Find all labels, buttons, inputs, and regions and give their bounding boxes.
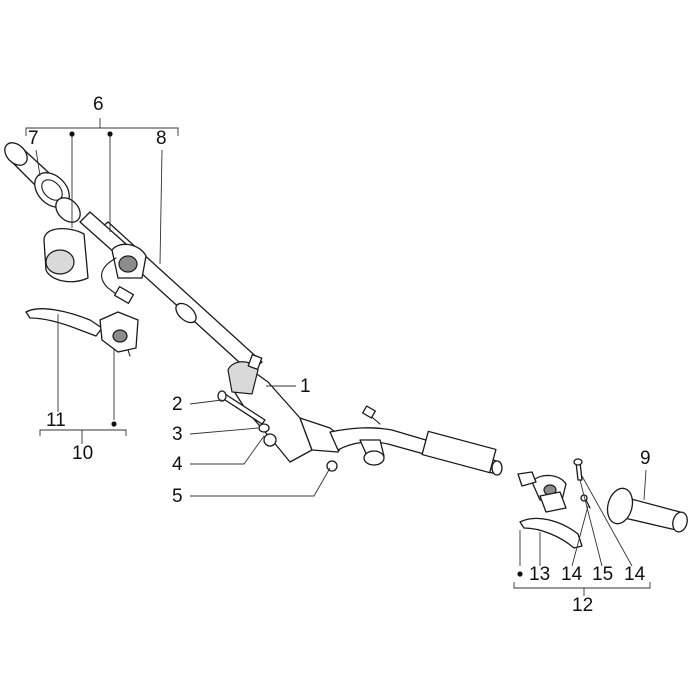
clamp-bolt [217, 390, 266, 425]
callout-2: 2 [172, 394, 183, 415]
callout-8: 8 [156, 128, 167, 149]
right-grip [606, 487, 688, 533]
callout-11: 11 [46, 410, 66, 431]
throttle-assembly [43, 211, 147, 304]
callout-14b: 14 [624, 564, 646, 585]
leader-lines [25, 118, 651, 596]
callout-5: 5 [172, 486, 183, 507]
washer [258, 423, 270, 433]
handlebar-tube [95, 221, 503, 476]
right-lever [519, 491, 583, 549]
callout-6: 6 [93, 94, 104, 115]
callout-14a: 14 [561, 564, 583, 585]
o-ring [55, 197, 81, 223]
callout-4: 4 [172, 454, 183, 475]
callout-1: 1 [300, 376, 311, 397]
right-screws [573, 458, 591, 509]
nut [263, 433, 277, 447]
left-lever-assembly [25, 308, 139, 357]
callout-12: 12 [572, 595, 593, 616]
callout-15: 15 [592, 564, 613, 585]
callout-9: 9 [640, 448, 651, 469]
callout-labels: 1 2 3 4 5 6 7 8 9 10 11 12 13 14 15 14 [28, 94, 651, 616]
callout-10: 10 [72, 443, 93, 464]
lower-nut [326, 460, 338, 472]
dots [69, 131, 523, 577]
callout-13: 13 [529, 564, 550, 585]
callout-3: 3 [172, 424, 183, 445]
callout-7: 7 [28, 128, 39, 149]
